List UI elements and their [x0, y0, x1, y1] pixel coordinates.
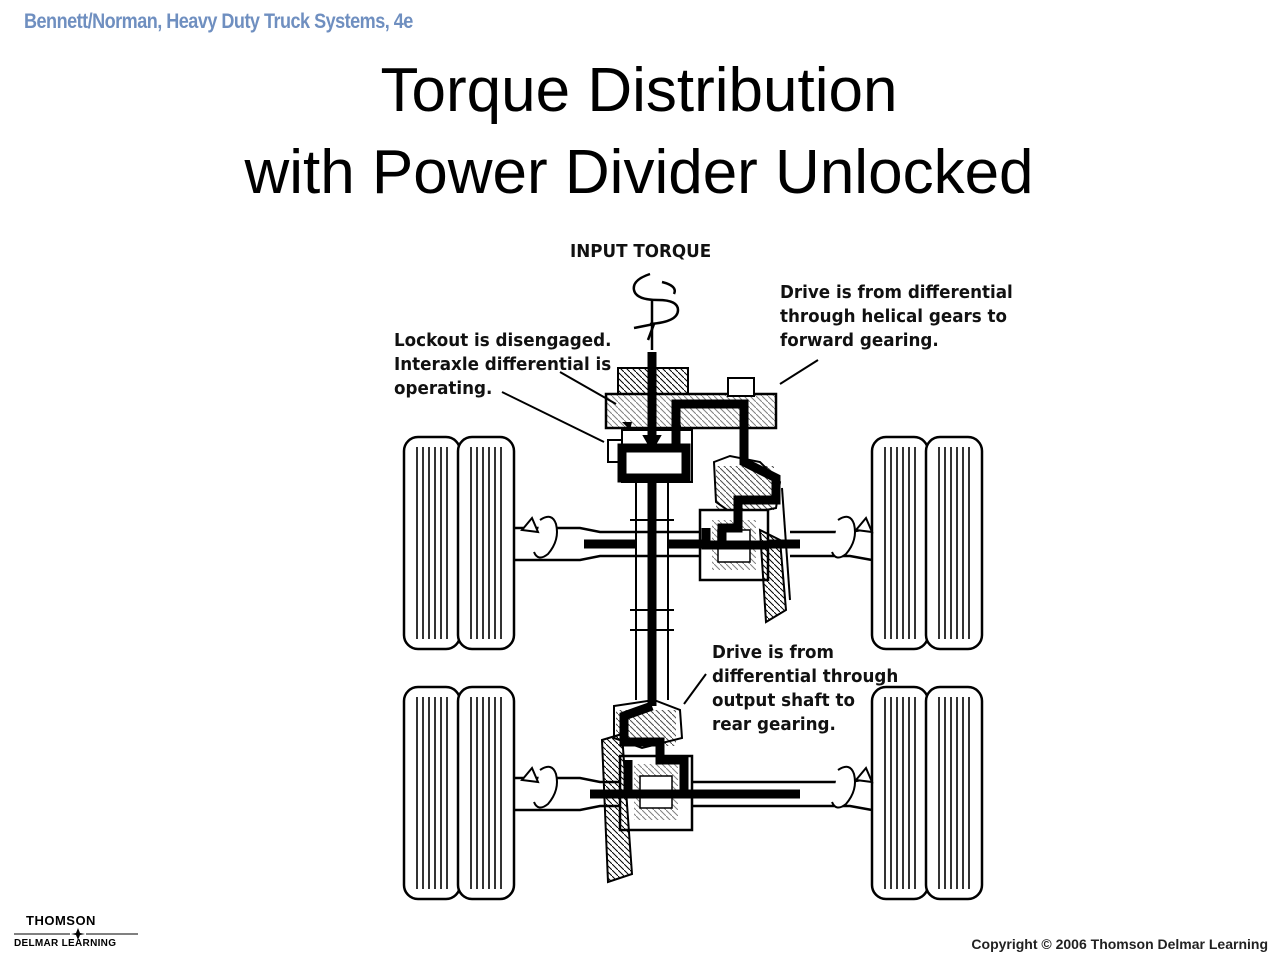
logo-line-2: DELMAR LEARNING	[14, 938, 117, 949]
label-forward-gearing: Drive is from differential through helic…	[780, 282, 1013, 351]
thomson-delmar-logo: THOMSON DELMAR LEARNING	[12, 908, 142, 954]
logo-line-1: THOMSON	[26, 913, 96, 928]
input-torque-arrow-icon	[632, 272, 680, 350]
wheel-rear-left	[402, 685, 516, 901]
wheel-front-left	[402, 435, 516, 651]
copyright-text: Copyright © 2006 Thomson Delmar Learning	[971, 936, 1268, 952]
wheel-rear-right	[870, 685, 984, 901]
rotation-arrow-rear-left	[520, 765, 558, 809]
header-text: Bennett/Norman, Heavy Duty Truck Systems…	[24, 10, 413, 33]
rotation-arrow-front-left	[520, 515, 558, 559]
label-rear-gearing: Drive is from differential through outpu…	[712, 642, 899, 735]
title-line-1: Torque Distribution	[380, 56, 898, 125]
wheel-front-right	[870, 435, 984, 651]
label-input-torque: INPUT TORQUE	[570, 241, 712, 262]
torque-path	[584, 352, 800, 799]
logo-star-icon	[14, 928, 138, 940]
title-line-2: with Power Divider Unlocked	[244, 138, 1034, 207]
leader-lines	[501, 359, 819, 705]
rotation-arrow-front-right	[831, 515, 874, 559]
label-lockout: Lockout is disengaged. Interaxle differe…	[394, 330, 612, 399]
page-title: Torque Distribution with Power Divider U…	[0, 50, 1278, 214]
rotation-arrow-rear-right	[831, 765, 874, 809]
